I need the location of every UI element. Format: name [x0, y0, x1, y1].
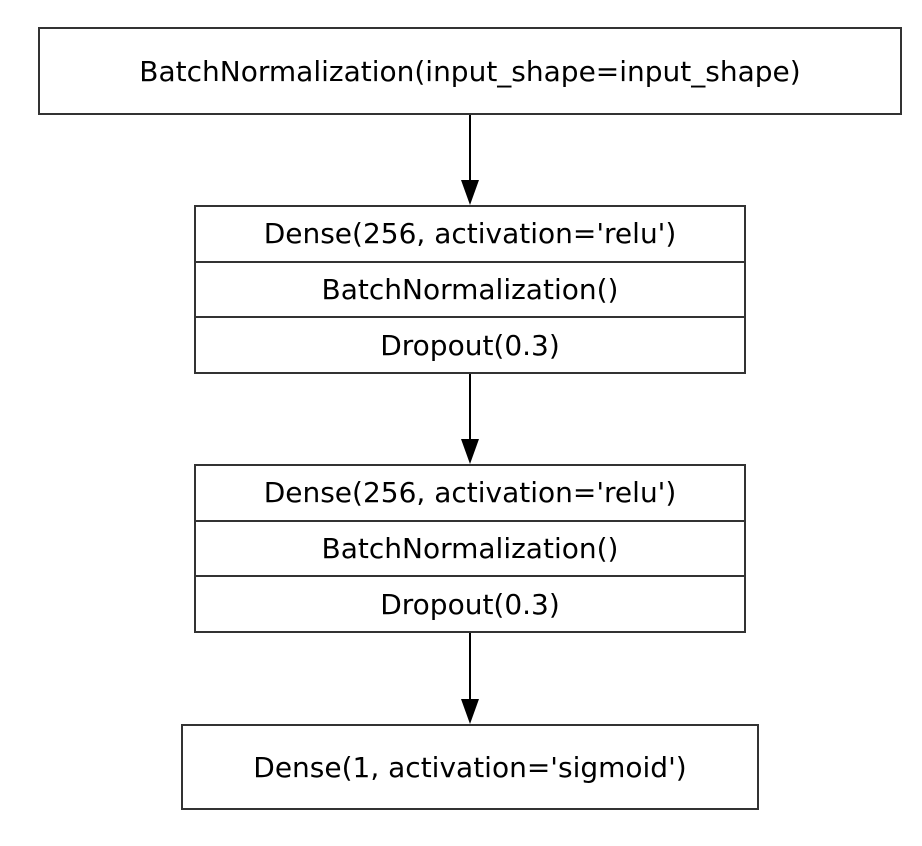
layer-label-dense: Dense(256, activation='relu')	[263, 217, 677, 251]
layer-label-dropout: Dropout(0.3)	[196, 575, 744, 631]
arrowhead-icon	[461, 180, 479, 205]
node-output-dense: Dense(1, activation='sigmoid')	[181, 724, 759, 810]
layer-label-batchnorm: BatchNormalization()	[196, 260, 744, 317]
arrowhead-icon	[461, 439, 479, 464]
arrowhead-icon	[461, 699, 479, 724]
layer-label: BatchNormalization(input_shape=input_sha…	[139, 54, 801, 88]
edge-block1-to-block2	[461, 374, 479, 464]
node-hidden-block-2: Dense(256, activation='relu') BatchNorma…	[194, 464, 746, 633]
edge-block2-to-output	[461, 633, 479, 724]
layer-label: Dense(1, activation='sigmoid')	[253, 750, 687, 784]
layer-label-batchnorm: BatchNormalization()	[196, 519, 744, 576]
layer-label-dropout: Dropout(0.3)	[196, 316, 744, 372]
layer-label-dense: Dense(256, activation='relu')	[263, 476, 677, 510]
edge-input-to-block1	[461, 115, 479, 205]
node-hidden-block-1: Dense(256, activation='relu') BatchNorma…	[194, 205, 746, 374]
node-input-batchnorm: BatchNormalization(input_shape=input_sha…	[38, 27, 902, 115]
